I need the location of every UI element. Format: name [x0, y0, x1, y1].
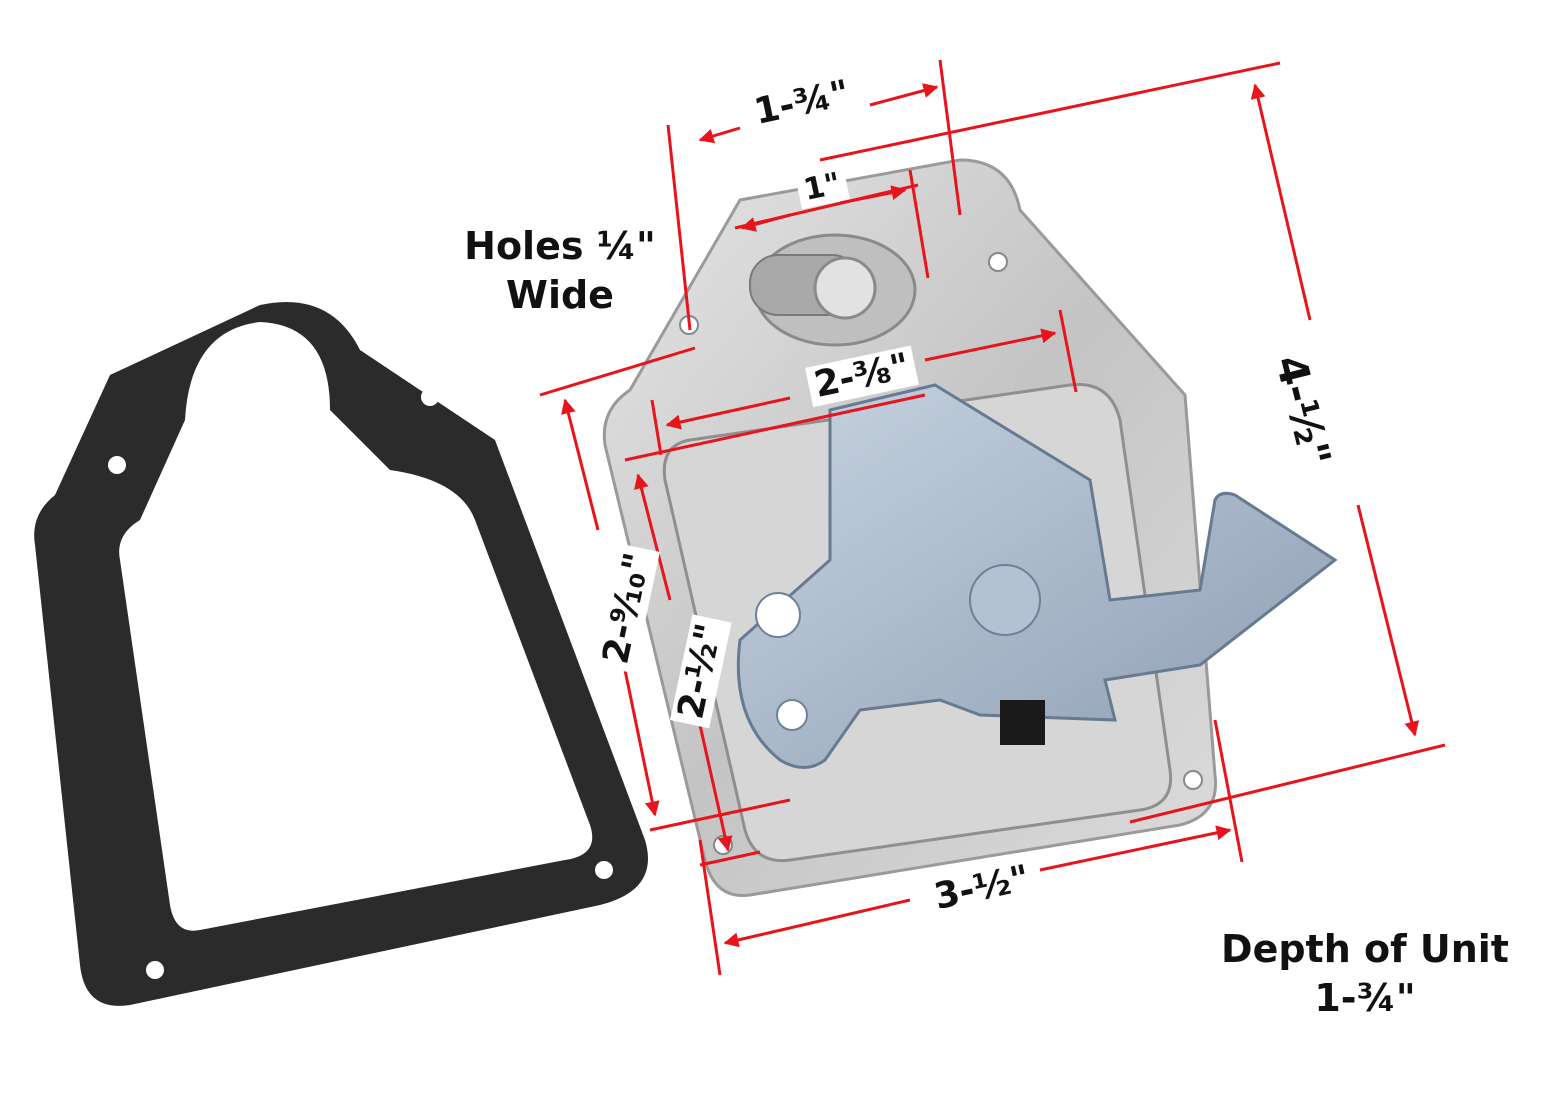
depth-note-line1: Depth of Unit: [1221, 927, 1509, 971]
extension-line: [698, 839, 722, 976]
arrow-2-1-2: [698, 724, 733, 852]
extension-line: [650, 399, 663, 456]
arrow-3-1-2: [1039, 825, 1232, 872]
arrow-4-1-2: [1250, 83, 1312, 321]
holes-note: Holes ¼" Wide: [440, 222, 680, 321]
arrow-1: [839, 185, 907, 205]
extension-line: [666, 124, 692, 331]
holes-note-line2: Wide: [506, 273, 614, 318]
arrow-1-3-4: [869, 83, 939, 107]
gasket-image: [34, 302, 648, 1006]
latch-handle-image: [736, 383, 1338, 769]
arrow-2-1-2: [634, 473, 672, 601]
extension-line: [938, 59, 962, 216]
extension-line: [1058, 309, 1078, 393]
arrow-3-1-2: [723, 898, 911, 948]
extension-line: [1213, 719, 1244, 863]
extension-line: [624, 393, 926, 462]
arrow-1-3-4: [698, 126, 741, 144]
extension-line: [539, 346, 696, 397]
extension-line: [908, 169, 930, 279]
arrow-2-9-10: [623, 669, 660, 817]
arrow-2-3-8: [924, 328, 1057, 362]
arrow-1: [740, 213, 791, 232]
arrow-2-3-8: [665, 396, 791, 430]
dimension-lines: [539, 59, 1446, 976]
depth-note: Depth of Unit 1-¾": [1205, 925, 1525, 1024]
extension-line: [699, 850, 761, 867]
extension-line: [1129, 743, 1446, 824]
depth-note-line2: 1-¾": [1314, 976, 1416, 1021]
lock-cylinder-image: [749, 233, 917, 347]
arrow-2-9-10: [561, 398, 600, 531]
extension-line: [819, 61, 1281, 162]
holes-note-line1: Holes ¼": [464, 224, 656, 268]
arrow-4-1-2: [1356, 504, 1420, 737]
